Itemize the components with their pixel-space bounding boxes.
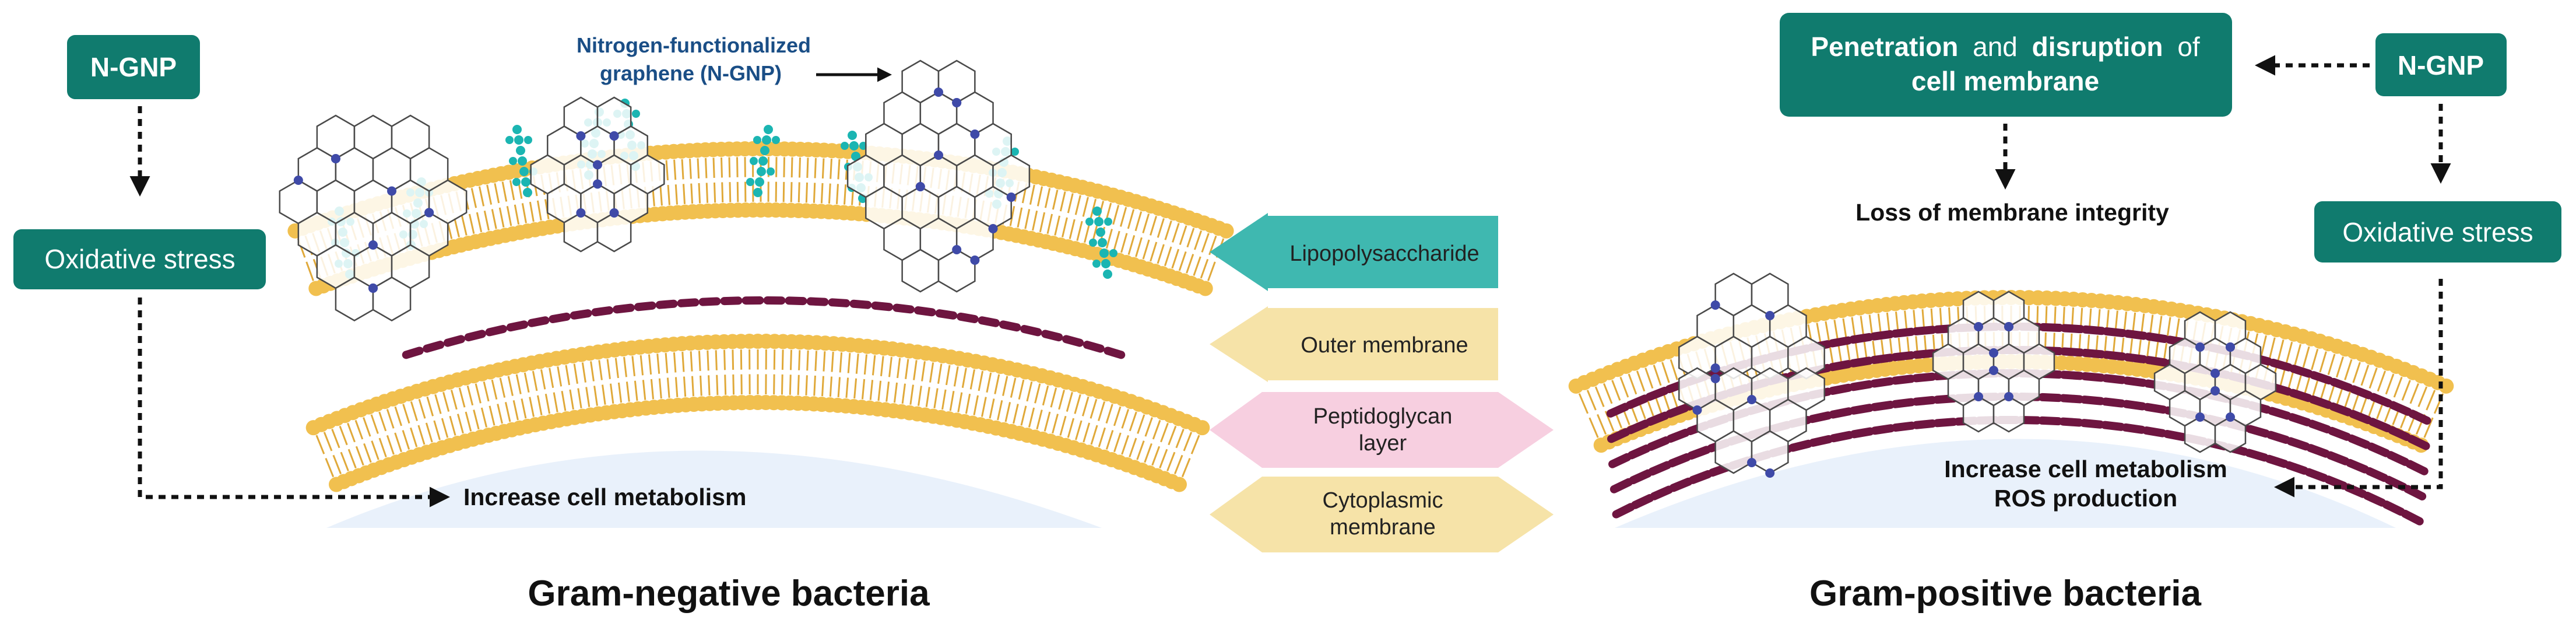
gram-positive-panel: Penetration and disruption of cell membr… [1568,13,2561,614]
graphene-label-line2: graphene (N-GNP) [600,61,782,85]
loss-membrane-label: Loss of membrane integrity [1855,199,2169,226]
gram-negative-panel: N-GNP Oxidative stress Increase cell met… [13,33,1234,614]
penetration-bold-2: disruption [2032,32,2163,62]
gram-positive-title: Gram-positive bacteria [1809,573,2201,614]
right-oxidative-label: Oxidative stress [2342,217,2533,247]
penetration-line1: Penetration and disruption of [1811,32,2200,62]
gram-negative-graphene-sheets [279,60,1031,321]
penetration-plain-2: of [2177,32,2200,62]
penetration-line2: cell membrane [1911,66,2099,96]
right-metabolism-line2: ROS production [1994,485,2177,512]
right-ngnp-label: N-GNP [2398,50,2484,80]
penetration-plain-1: and [1973,32,2018,62]
legend-cytoplasmic-label-2: membrane [1330,515,1436,540]
gram-negative-title: Gram-negative bacteria [528,573,930,614]
right-oxidative-arrow [2274,279,2443,498]
legend-peptidoglycan-label-1: Peptidoglycan [1313,404,1453,429]
graphene-label-line1: Nitrogen-functionalized [577,33,811,57]
right-ngnp-box: N-GNP [2375,33,2507,96]
legend-cytoplasmic-membrane: Cytoplasmic membrane [1210,477,1554,552]
left-oxidative-box: Oxidative stress [13,229,266,289]
left-ngnp-label: N-GNP [90,52,177,82]
gram-negative-cytoplasm [326,450,1102,528]
left-ngnp-box: N-GNP [67,35,200,99]
gram-positive-cytoplasm [1615,439,2396,528]
legend-outer-membrane: Outer membrane [1210,306,1498,382]
legend-lps: Lipopolysaccharide [1210,213,1498,291]
gram-negative-cytoplasmic-membrane [305,334,1210,492]
penetration-box: Penetration and disruption of cell membr… [1780,13,2232,117]
legend-outer-membrane-label: Outer membrane [1301,333,1468,358]
left-oxidative-arrow [138,298,450,508]
gram-negative-peptidoglycan-layer [402,296,1126,359]
legend-cytoplasmic-label-1: Cytoplasmic [1323,488,1443,513]
legend-peptidoglycan: Peptidoglycan layer [1210,392,1554,468]
left-metabolism-label: Increase cell metabolism [463,484,746,510]
legend-lps-label: Lipopolysaccharide [1289,242,1479,266]
legend: Lipopolysaccharide Outer membrane Peptid… [1210,213,1554,552]
gram-positive-graphene-sheets [1678,272,2277,478]
right-oxidative-box: Oxidative stress [2314,201,2561,262]
penetration-bold-1: Penetration [1811,32,1958,62]
right-metabolism-line1: Increase cell metabolism [1944,456,2227,482]
legend-peptidoglycan-label-2: layer [1359,431,1407,456]
left-oxidative-label: Oxidative stress [44,244,235,274]
